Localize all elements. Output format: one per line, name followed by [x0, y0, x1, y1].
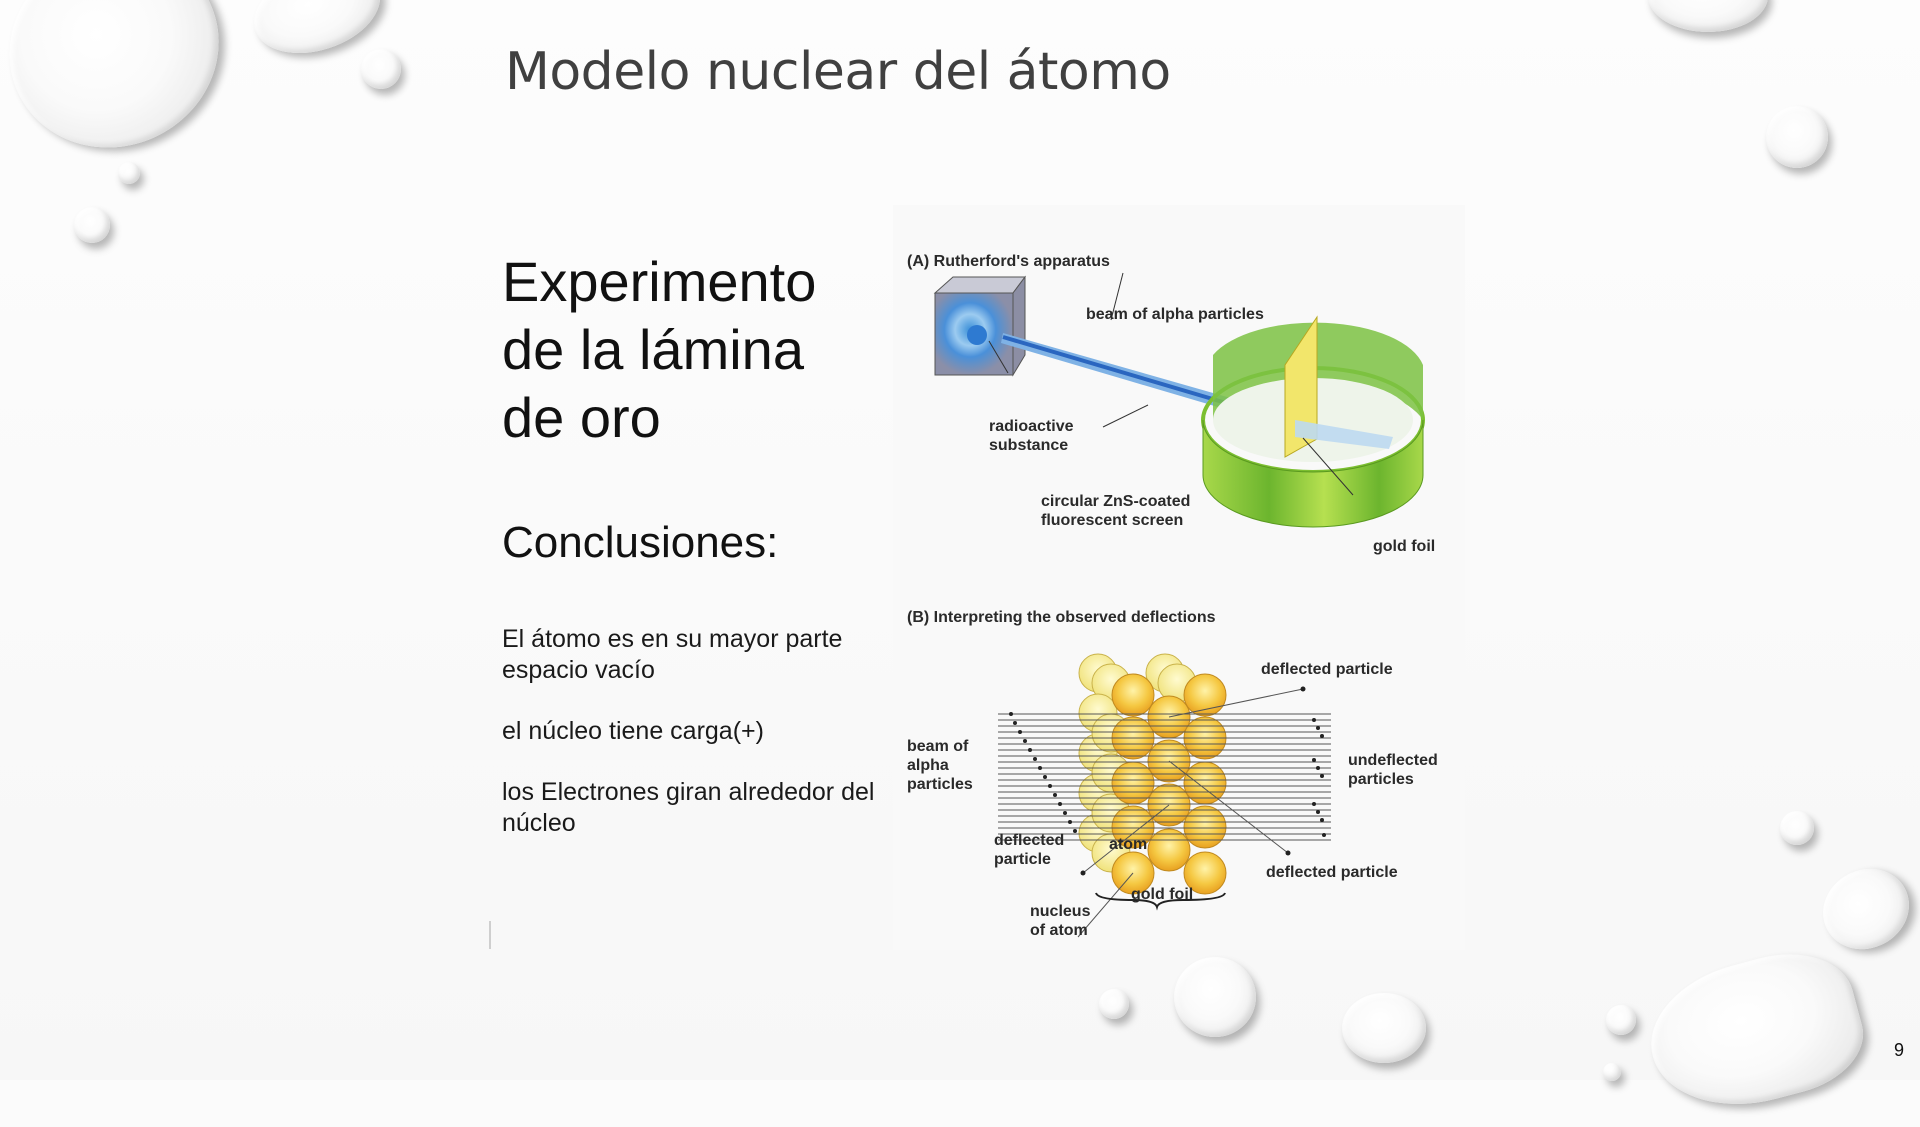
water-drop-decoration: [1342, 993, 1426, 1063]
gold-foil-brace: [1095, 892, 1226, 911]
atom-label: atom: [1109, 836, 1148, 853]
source-label: radioactive substance: [989, 417, 1073, 455]
particle-dots: [1009, 686, 1326, 876]
foil-label: gold foil: [1373, 538, 1436, 555]
section-heading: Experimento de la lámina de oro: [502, 248, 816, 452]
slide-title: Modelo nuclear del átomo: [505, 42, 1171, 102]
conclusion-item: el núcleo tiene carga(+): [502, 717, 764, 745]
slide-number: 9: [1894, 1040, 1905, 1060]
source-label-line: radioactive: [989, 418, 1074, 435]
water-drop-decoration: [1099, 989, 1129, 1019]
nucleus-label-line: nucleus: [1030, 903, 1091, 920]
water-drop-decoration: [0, 0, 252, 182]
water-drop-decoration: [1635, 937, 1875, 1127]
water-drop-decoration: [1174, 957, 1256, 1037]
rutherford-diagram-graphic: [933, 272, 1425, 938]
beam-label-line: particles: [907, 776, 973, 793]
conclusions-heading: Conclusiones:: [502, 518, 779, 567]
beam-of-alpha-label: beam of alpha particles: [907, 737, 973, 794]
deflected-label-line: particle: [994, 851, 1051, 868]
radioactive-source-cube: [933, 275, 1026, 377]
deflected-left-label: deflected particle: [994, 831, 1064, 869]
water-drop-decoration: [1603, 1063, 1621, 1081]
deflected-label-line: deflected: [994, 832, 1065, 849]
conclusions-list: El átomo es en su mayor parte espacio va…: [502, 624, 892, 869]
beam-label-line: alpha: [907, 757, 949, 774]
water-drop-decoration: [1766, 106, 1828, 168]
rutherford-figure: (A) Rutherford's apparatus beam of alpha…: [893, 205, 1465, 950]
water-drop-decoration: [361, 49, 401, 89]
water-drop-decoration: [1780, 811, 1814, 845]
water-drop-decoration: [118, 162, 140, 184]
screen-label: circular ZnS-coated fluorescent screen: [1041, 492, 1190, 530]
text-cursor-mark: [489, 921, 491, 949]
beam-label-line: beam of: [907, 738, 969, 755]
deflected-top-label: deflected particle: [1261, 661, 1393, 678]
screen-label-line: fluorescent screen: [1041, 512, 1184, 529]
undeflected-label: undeflected particles: [1348, 751, 1438, 789]
water-drop-decoration: [1606, 1005, 1636, 1035]
heading-line: de la lámina: [502, 318, 804, 381]
panel-a-title: (A) Rutherford's apparatus: [907, 253, 1110, 270]
conclusion-item: los Electrones giran alrededor del núcle…: [502, 778, 875, 837]
deflected-bottom-label: deflected particle: [1266, 864, 1398, 881]
nucleus-label: nucleus of atom: [1030, 902, 1090, 940]
source-label-line: substance: [989, 437, 1069, 454]
water-drop-decoration: [1648, 0, 1768, 32]
beam-label: beam of alpha particles: [1086, 306, 1264, 323]
alpha-particle-paths: [998, 688, 1331, 938]
gold-foil-label: gold foil: [1131, 886, 1194, 903]
panel-b-title: (B) Interpreting the observed deflection…: [907, 609, 1216, 626]
nucleus-label-line: of atom: [1030, 922, 1088, 939]
conclusion-item: El átomo es en su mayor parte espacio va…: [502, 625, 843, 684]
water-drop-decoration: [1808, 853, 1920, 965]
undeflected-label-line: undeflected: [1348, 752, 1438, 769]
undeflected-label-line: particles: [1348, 771, 1414, 788]
screen-label-line: circular ZnS-coated: [1041, 493, 1191, 510]
heading-line: Experimento: [502, 250, 817, 313]
water-drop-decoration: [74, 207, 110, 243]
heading-line: de oro: [502, 386, 661, 449]
